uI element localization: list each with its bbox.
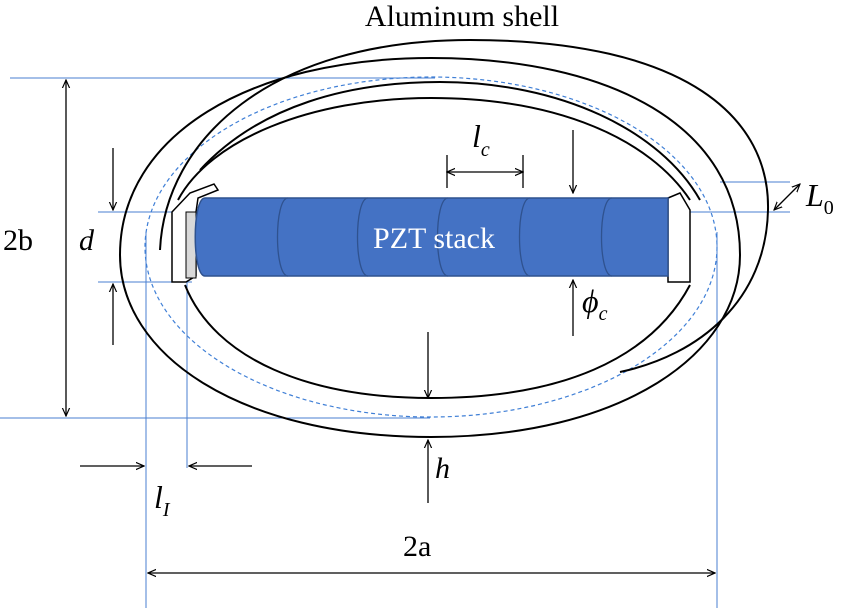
title-aluminum-shell: Aluminum shell bbox=[365, 0, 559, 33]
label-d-text: d bbox=[79, 224, 95, 257]
shell-outer-back bbox=[159, 38, 770, 373]
dimension-arrows bbox=[66, 80, 800, 573]
pzt-stack-body bbox=[194, 197, 669, 277]
label-phi-c: ϕc bbox=[582, 283, 608, 325]
label-h: h bbox=[435, 452, 450, 485]
label-lI: lI bbox=[154, 479, 171, 521]
pzt-ring-2 bbox=[356, 197, 369, 277]
shell-inner-back bbox=[199, 80, 701, 201]
label-phi-c-main: ϕ bbox=[582, 283, 599, 319]
pzt-ring-3 bbox=[436, 197, 449, 277]
label-lI-sub: I bbox=[162, 499, 171, 521]
label-L0-sub: 0 bbox=[824, 197, 834, 219]
label-2b-text: 2b bbox=[3, 224, 33, 257]
label-2a: 2a bbox=[403, 530, 431, 563]
right-end-cap bbox=[667, 192, 691, 283]
label-lc: lc bbox=[472, 118, 490, 161]
label-phi-c-sub: c bbox=[599, 303, 608, 325]
label-2a-text: 2a bbox=[403, 530, 431, 563]
pzt-stack: PZT stack bbox=[194, 197, 669, 277]
shell-midline bbox=[144, 76, 718, 418]
arrow-L0 bbox=[774, 184, 800, 210]
label-h-text: h bbox=[435, 452, 450, 485]
pzt-stack-label: PZT stack bbox=[373, 222, 495, 255]
pzt-ring-1 bbox=[276, 197, 289, 277]
label-lc-main: l bbox=[472, 118, 481, 154]
label-d: d bbox=[79, 224, 95, 257]
label-L0-main: L bbox=[805, 177, 824, 213]
left-end-cap-face bbox=[185, 211, 197, 279]
label-lc-sub: c bbox=[481, 139, 490, 161]
extension-lines bbox=[0, 77, 790, 608]
label-L0: L0 bbox=[805, 177, 834, 219]
pzt-ceramic-rings bbox=[276, 197, 613, 277]
pzt-ring-5 bbox=[600, 197, 613, 277]
shell-outer-front bbox=[118, 56, 742, 439]
labels: Aluminum shell 2b d lc L0 ϕc h lI 2a bbox=[3, 0, 834, 563]
pzt-ring-4 bbox=[518, 197, 531, 277]
label-2b: 2b bbox=[3, 224, 33, 257]
label-lI-main: l bbox=[154, 479, 163, 515]
